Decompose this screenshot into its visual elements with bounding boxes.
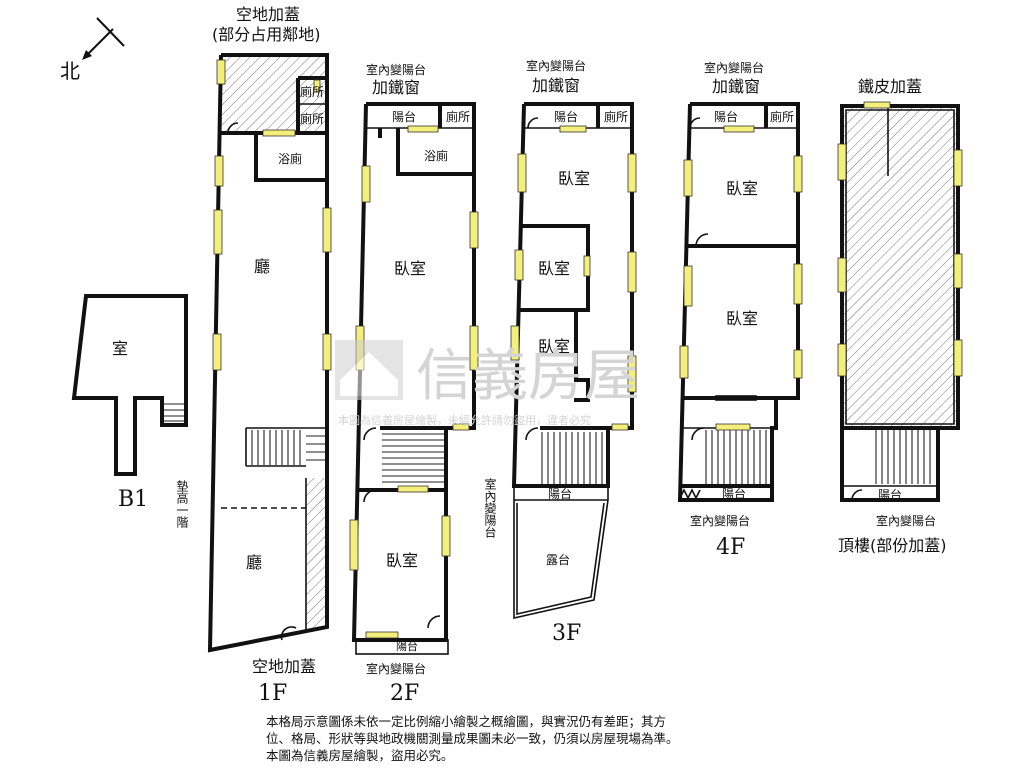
f2-front-balcony-note: 室內變陽台 xyxy=(366,661,426,676)
f3-terrace: 露台 xyxy=(546,552,570,567)
f4-iron-window: 加鐵窗 xyxy=(712,77,760,96)
f3-top-balcony-note: 室內變陽台 xyxy=(526,58,586,73)
f2-label: 2F xyxy=(390,681,419,706)
f3-balcony: 陽台 xyxy=(554,109,578,124)
watermark-brand: 信義房屋 xyxy=(416,344,640,409)
f2-bedroom-upper: 臥室 xyxy=(394,259,426,278)
f3-label: 3F xyxy=(552,621,581,646)
f1-top-extension: 空地加蓋 xyxy=(236,5,300,24)
watermark-notice: 本圖為信義房屋繪製，未經允許請勿盜用，違者必究 xyxy=(338,413,591,427)
f4-label: 4F xyxy=(716,535,745,560)
f1-bath-kitchen: 浴廁 xyxy=(278,151,302,166)
brand-logo-icon xyxy=(335,340,403,400)
f1-toilet-b: 廁所 xyxy=(300,111,324,126)
f1-hall-upper: 廳 xyxy=(254,257,270,276)
north-label: 北 xyxy=(60,59,80,83)
f2-bath-kitchen: 浴廁 xyxy=(424,148,448,163)
f1-hall-lower: 廳 xyxy=(246,553,262,572)
f1-raised-step-note: 墊高一階 xyxy=(175,480,189,529)
f1-plan xyxy=(207,53,332,653)
roof-plan xyxy=(837,101,963,502)
disclaimer-line-1: 本格局示意圖係未依一定比例縮小繪製之概繪圖，與實況仍有差距；其方 xyxy=(266,714,667,729)
f1-toilet-a: 廁所 xyxy=(300,84,324,99)
roof-balcony-note: 室內變陽台 xyxy=(876,513,936,528)
north-arrow-icon xyxy=(82,17,125,60)
f4-plan xyxy=(677,102,803,502)
f4-bedroom-lower: 臥室 xyxy=(726,309,758,328)
disclaimer-line-3: 本圖為信義房屋繪製，盜用必究。 xyxy=(266,748,454,763)
f2-top-balcony-note: 室內變陽台 xyxy=(366,62,426,77)
f3-bedroom-2: 臥室 xyxy=(538,259,570,278)
f1-bottom-extension: 空地加蓋 xyxy=(252,657,316,676)
f4-front-balcony-note: 室內變陽台 xyxy=(690,513,750,528)
f4-toilet: 廁所 xyxy=(770,109,794,124)
f1-label: 1F xyxy=(258,681,287,706)
f4-top-balcony-note: 室內變陽台 xyxy=(704,60,764,75)
f3-plan xyxy=(510,102,637,619)
disclaimer-line-2: 位、格局、形狀等與地政機關測量成果圖未必一致，仍須以房屋現場為準。 xyxy=(266,731,679,746)
f3-bedroom-1: 臥室 xyxy=(558,169,590,188)
roof-balcony: 陽台 xyxy=(878,487,902,502)
f3-side-note: 室內變陽台 xyxy=(483,477,497,538)
f2-toilet: 廁所 xyxy=(446,109,470,124)
f2-front-balcony: 陽台 xyxy=(396,639,418,653)
f4-balcony: 陽台 xyxy=(714,109,738,124)
roof-cover: 鐵皮加蓋 xyxy=(858,77,922,96)
f4-front-balcony: 陽台 xyxy=(722,486,746,501)
b1-room: 室 xyxy=(112,339,128,358)
roof-label: 頂樓(部份加蓋) xyxy=(838,536,947,555)
f4-bedroom-upper: 臥室 xyxy=(726,179,758,198)
f3-iron-window: 加鐵窗 xyxy=(532,76,580,95)
f1-top-extension-note: (部分占用鄰地) xyxy=(212,25,321,44)
f2-iron-window: 加鐵窗 xyxy=(372,78,420,97)
f2-balcony: 陽台 xyxy=(392,109,416,124)
b1-label: B1 xyxy=(118,487,148,512)
f3-toilet: 廁所 xyxy=(604,109,628,124)
b1-plan xyxy=(71,294,188,476)
f2-bedroom-lower: 臥室 xyxy=(386,551,418,570)
f3-front-balcony: 陽台 xyxy=(548,486,572,501)
f3-bedroom-3: 臥室 xyxy=(538,337,570,356)
disclaimer: 本格局示意圖係未依一定比例縮小繪製之概繪圖，與實況仍有差距；其方 位、格局、形狀… xyxy=(266,713,786,764)
